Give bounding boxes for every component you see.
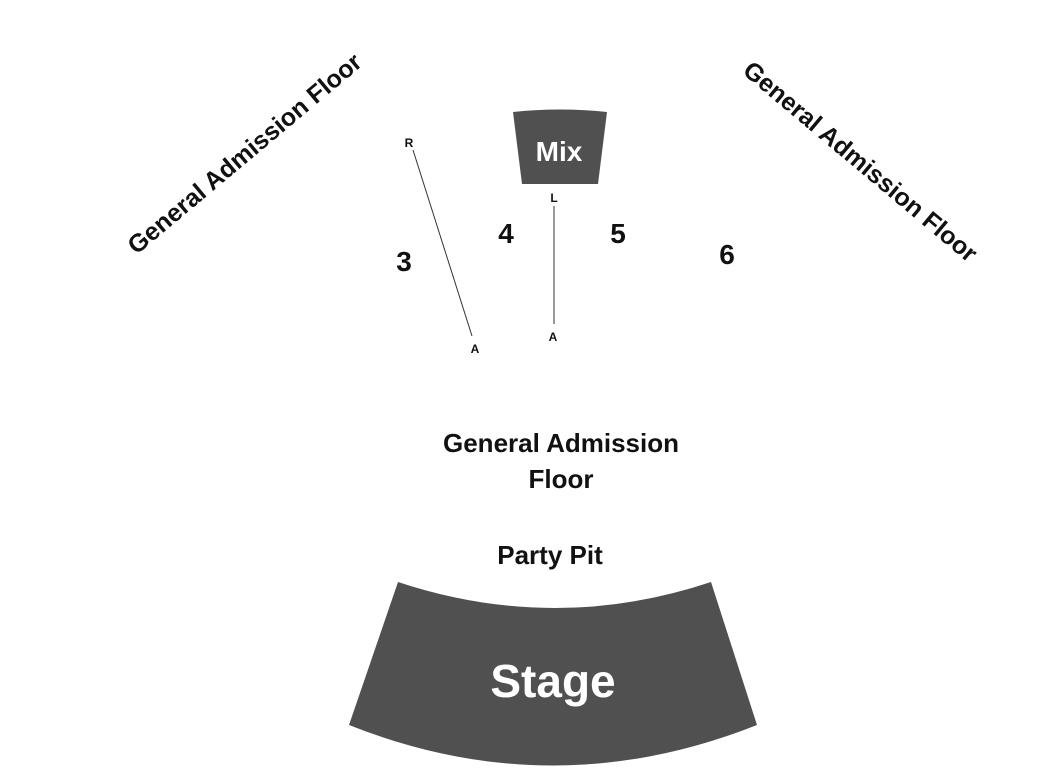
stage-shape [349, 582, 757, 766]
ga-floor-center-label-line2: Floor [529, 464, 594, 494]
stage: Stage [349, 582, 757, 766]
section-3[interactable]: 3 [396, 246, 412, 277]
ga-floor-right-label: General Admission Floor [738, 56, 983, 268]
mix-booth-shape [513, 109, 607, 184]
ga-floor-right[interactable]: General Admission Floor [738, 56, 983, 268]
row-letter-a-left: A [471, 342, 480, 356]
section-5[interactable]: 5 [610, 218, 626, 249]
row-letter-l: L [550, 191, 557, 205]
section-6[interactable]: 6 [719, 239, 735, 270]
mix-booth[interactable]: Mix [513, 109, 607, 185]
ga-floor-left[interactable]: General Admission Floor [122, 48, 367, 260]
party-pit-label[interactable]: Party Pit [497, 540, 603, 570]
ga-floor-center[interactable]: General Admission Floor [443, 428, 679, 494]
row-line-section-3 [412, 149, 473, 337]
stage-label: Stage [490, 655, 615, 707]
ga-floor-left-label: General Admission Floor [122, 48, 367, 260]
row-letter-r: R [405, 136, 414, 150]
section-4[interactable]: 4 [498, 218, 514, 249]
mix-label: Mix [536, 136, 583, 167]
row-letter-a-center: A [549, 330, 558, 344]
ga-floor-center-label-line1: General Admission [443, 428, 679, 458]
